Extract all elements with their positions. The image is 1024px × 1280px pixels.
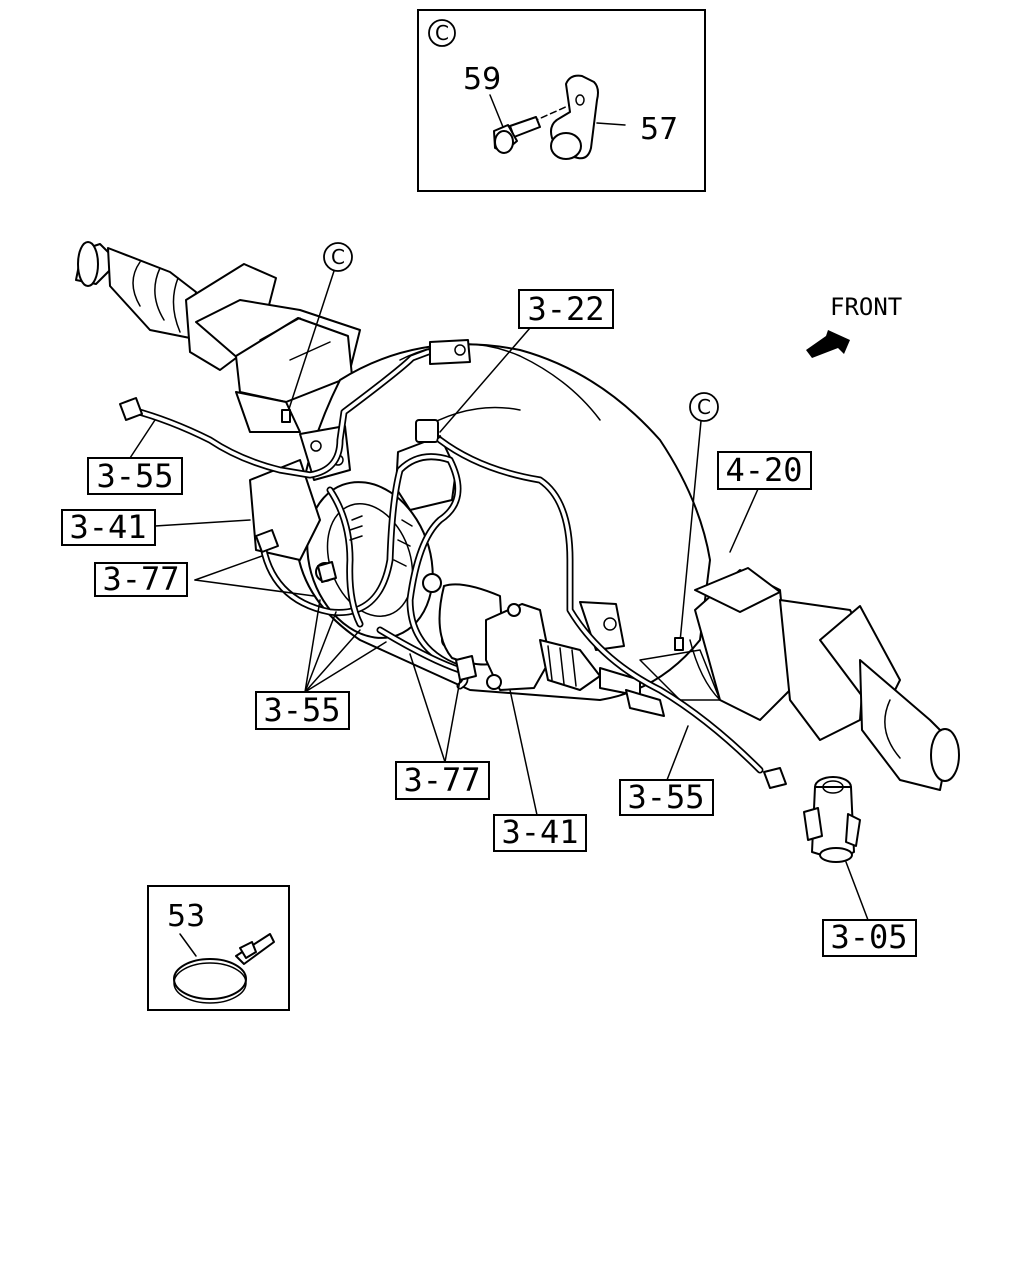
label-text-3-77-lower: 3-77 [403,761,480,799]
label-text-3-22: 3-22 [527,290,604,328]
flange-bolt-59 [493,100,580,154]
front-label: FRONT [830,293,902,321]
label-3-41-lower: 3-41 [493,813,587,852]
left-axle-shaft [75,241,197,339]
label-text-3-55-lower: 3-55 [263,691,340,729]
part-number-53: 53 [167,899,205,934]
clip-c-callout-right: C [674,392,719,651]
label-3-41-left: 3-41 [61,508,156,546]
label-text-4-20: 4-20 [725,451,802,489]
label-text-3-55-right: 3-55 [627,778,704,816]
hose-band-53 [173,933,275,1004]
leader-lines [129,327,869,921]
wheel-cylinder-3-05 [803,776,861,863]
part-number-57: 57 [640,112,678,147]
label-3-55-right: 3-55 [619,778,714,816]
left-axle-housing [185,263,361,433]
label-3-55-lower: 3-55 [255,691,350,730]
front-arrow-icon [806,330,850,358]
detail-c-marker: C [428,19,456,47]
right-axle-shaft [859,659,960,791]
label-3-77-lower: 3-77 [395,761,490,800]
label-4-20: 4-20 [717,451,812,490]
p-clip-57 [550,74,599,160]
label-3-77-left: 3-77 [94,560,188,598]
detail-c-letter: C [435,21,449,45]
label-text-3-55-left: 3-55 [96,457,173,495]
rear-axle-assembly: C C [75,241,960,791]
label-text-3-05: 3-05 [830,918,907,956]
clip-c-callout-left: C [281,242,353,423]
label-text-3-41-left: 3-41 [69,508,146,546]
label-text-3-77-left: 3-77 [102,560,179,598]
detail-53-panel: 53 [147,885,290,1011]
clip-c-letter-left: C [331,245,345,269]
label-3-05: 3-05 [822,918,917,957]
brake-pipes [119,339,787,789]
clip-c-letter-right: C [697,395,711,419]
right-axle-housing [639,567,901,741]
detail-c-panel: C 59 57 [417,9,706,192]
label-3-22: 3-22 [518,289,614,329]
front-direction-indicator: FRONT [806,293,902,358]
label-3-55-left: 3-55 [87,457,183,495]
part-number-59: 59 [463,62,501,97]
label-text-3-41-lower: 3-41 [501,813,578,851]
